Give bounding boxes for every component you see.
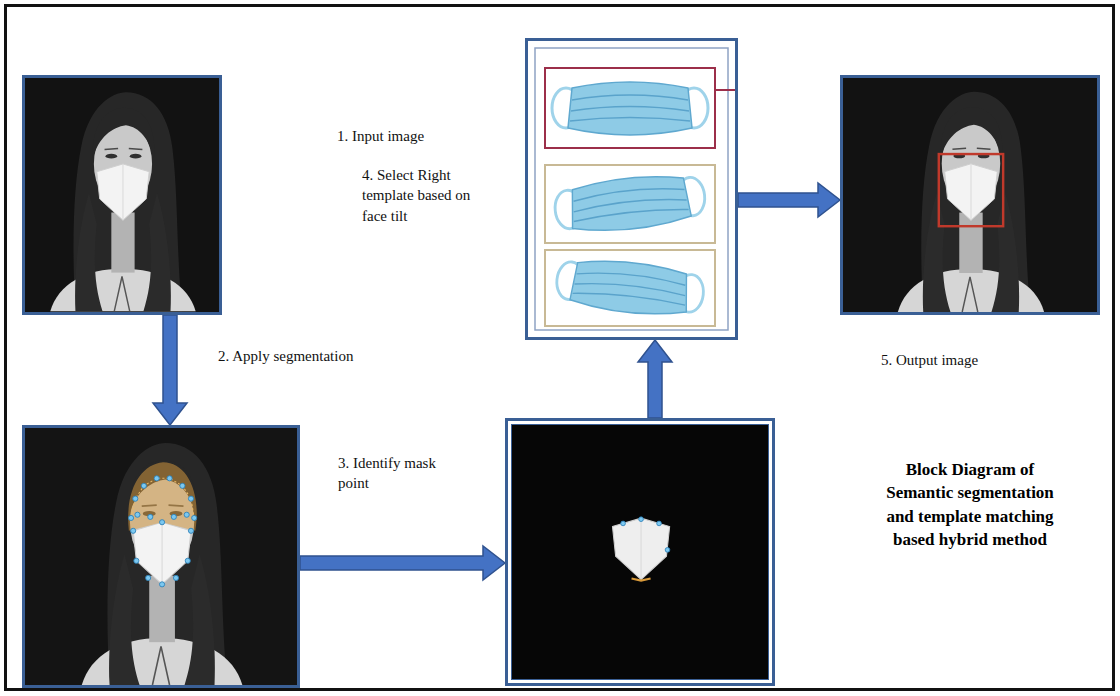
template-panel: 4. Select Right template based on face t…: [525, 38, 738, 340]
segmentation-image-frame: [22, 425, 300, 688]
block-arrow: [738, 183, 840, 217]
block-arrow: [638, 340, 672, 418]
step-label: 5. Output image: [881, 350, 978, 370]
input-photo: [25, 78, 219, 312]
template-set: [525, 38, 738, 340]
mask-points-photo: [512, 425, 768, 679]
diagram-title: Block Diagram of Semantic segmentation a…: [884, 458, 1056, 552]
step-label: 2. Apply segmentation: [218, 346, 353, 366]
step-label: 4. Select Right template based on face t…: [362, 165, 486, 226]
segmented-photo: [25, 428, 297, 685]
input-image-frame: 1. Input image: [22, 75, 222, 315]
step-label: 3. Identify mask point: [338, 453, 454, 494]
step-label: 1. Input image: [337, 126, 424, 146]
mask-point-image-frame: [505, 418, 775, 686]
output-image-frame: 5. Output image: [840, 75, 1100, 315]
output-photo: [843, 78, 1097, 312]
block-arrow: [300, 546, 505, 580]
block-arrow: [153, 315, 187, 425]
